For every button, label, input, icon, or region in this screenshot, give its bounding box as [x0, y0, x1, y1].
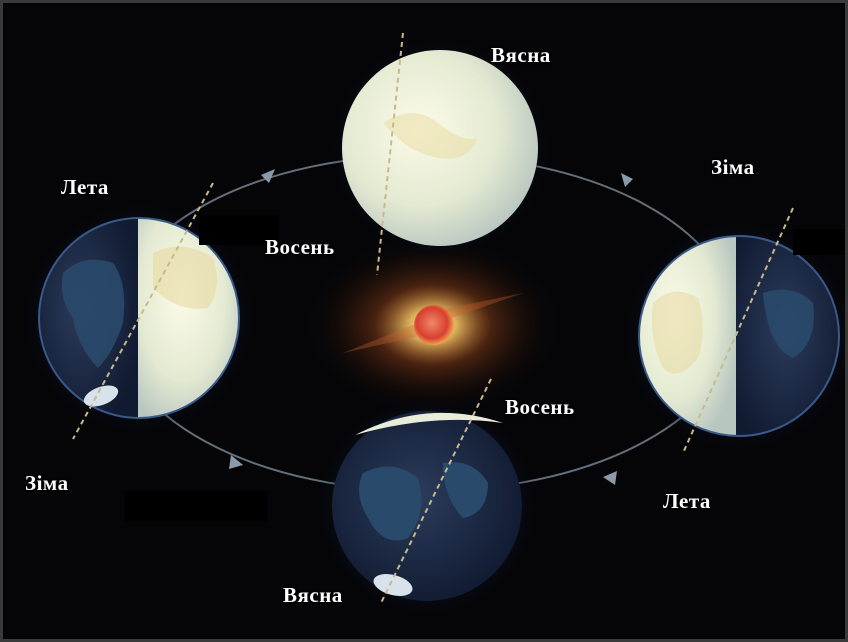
label-right-summer: Лета	[663, 489, 711, 514]
orbit-illustration	[3, 3, 845, 639]
label-left-summer: Лета	[61, 175, 109, 200]
label-top-autumn: Восень	[265, 235, 335, 260]
label-box	[793, 229, 845, 255]
label-box	[125, 491, 267, 521]
label-bottom-autumn: Восень	[505, 395, 575, 420]
label-bottom-spring: Вясна	[283, 583, 343, 608]
label-top-spring: Вясна	[491, 43, 551, 68]
earth-top	[328, 33, 552, 275]
label-left-winter: Зіма	[25, 471, 69, 496]
label-right-winter: Зіма	[711, 155, 755, 180]
sun	[303, 235, 563, 415]
